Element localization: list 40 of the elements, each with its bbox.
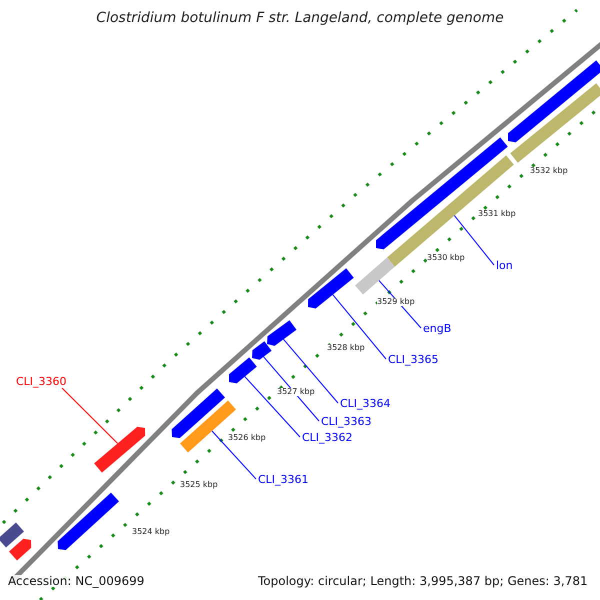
gene-feature bbox=[355, 258, 395, 294]
gene-label: CLI_3365 bbox=[388, 354, 439, 365]
scale-label: 3531 kbp bbox=[478, 210, 516, 218]
scale-label: 3528 kbp bbox=[327, 344, 365, 352]
scale-label: 3527 kbp bbox=[277, 388, 315, 396]
gene-feature bbox=[229, 357, 257, 384]
genome-stats-text: Topology: circular; Length: 3,995,387 bp; Genes: 3,781 bbox=[258, 575, 588, 587]
gene-label: lon bbox=[496, 260, 513, 271]
diagram-title: Clostridium botulinum F str. Langeland, complete genome bbox=[95, 11, 505, 25]
gene-label: CLI_3362 bbox=[302, 432, 353, 443]
gene-feature bbox=[172, 388, 225, 438]
leader-line bbox=[454, 215, 494, 266]
gene-feature bbox=[9, 538, 32, 560]
leader-line bbox=[283, 338, 338, 404]
scale-label: 3524 kbp bbox=[132, 528, 170, 536]
gene-label: CLI_3364 bbox=[340, 398, 391, 409]
gene-feature bbox=[267, 320, 296, 346]
leader-line bbox=[378, 280, 422, 328]
leader-line bbox=[212, 430, 256, 480]
gene-label: CLI_3361 bbox=[258, 474, 309, 485]
scale-label: 3532 kbp bbox=[530, 167, 568, 175]
gene-feature bbox=[58, 492, 119, 550]
gene-feature bbox=[508, 60, 600, 142]
leader-line bbox=[244, 376, 300, 438]
scale-label: 3526 kbp bbox=[228, 434, 266, 442]
leader-line bbox=[332, 294, 386, 360]
leader-line bbox=[62, 388, 118, 444]
gene-label: engB bbox=[423, 323, 452, 334]
gene-label: CLI_3363 bbox=[321, 416, 372, 427]
gene-feature bbox=[308, 268, 354, 308]
scale-label: 3530 kbp bbox=[427, 254, 465, 262]
gene-feature bbox=[510, 83, 600, 163]
gene-feature bbox=[94, 426, 146, 473]
leader-line bbox=[263, 356, 320, 422]
scale-label: 3529 kbp bbox=[377, 298, 415, 306]
gene-feature bbox=[252, 341, 272, 360]
scale-label: 3525 kbp bbox=[180, 481, 218, 489]
gene-label: CLI_3360 bbox=[16, 376, 67, 387]
accession-text: Accession: NC_009699 bbox=[8, 575, 144, 587]
gene-feature bbox=[0, 522, 24, 548]
